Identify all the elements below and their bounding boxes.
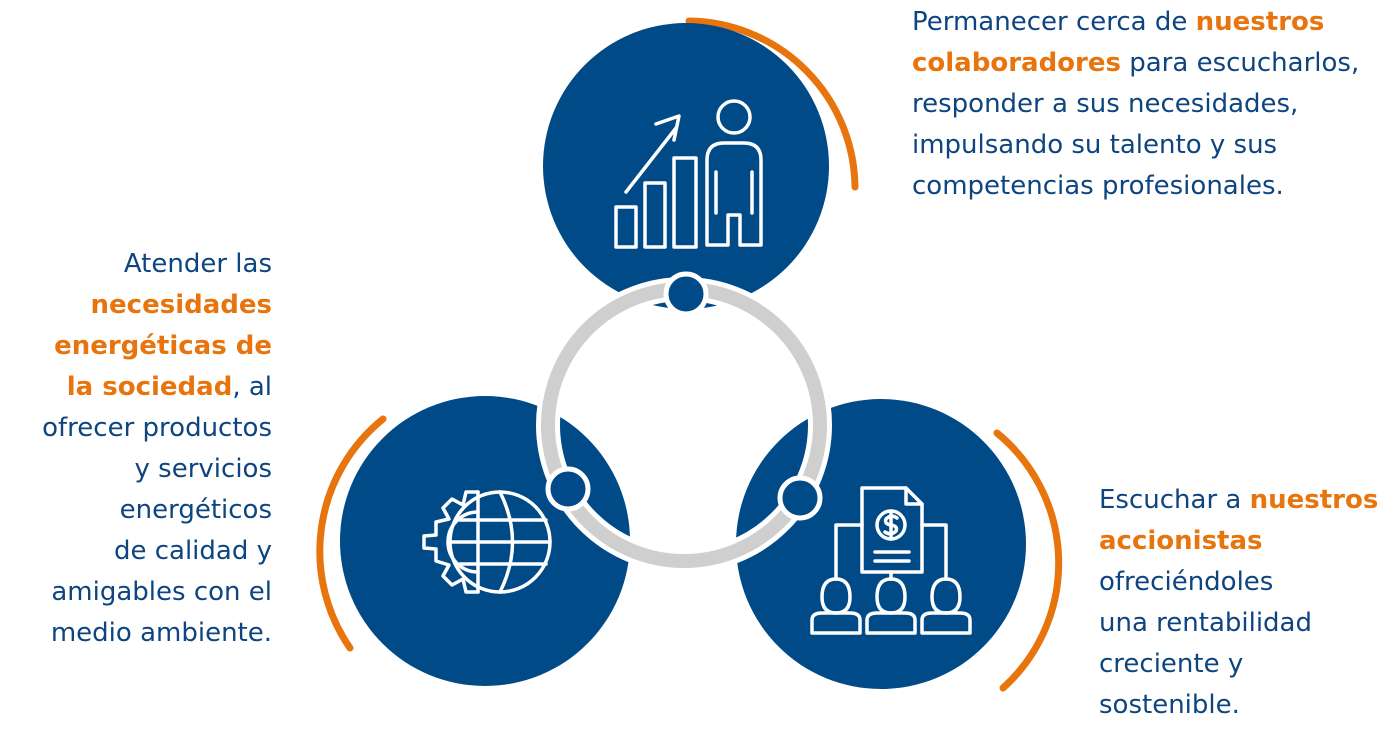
central-ring-inner (541, 282, 827, 568)
top-text-line: responder a sus necesidades, (912, 89, 1299, 119)
right-connector-dot (777, 475, 823, 521)
left-text-line: , al (232, 372, 272, 402)
left-text-line: de calidad y (113, 536, 272, 566)
left-highlight: necesidades (90, 290, 272, 320)
left-description: Atender las necesidades energéticas de la s… (0, 244, 272, 654)
right-accent-arc (993, 429, 1063, 692)
right-highlight: accionistas (1099, 526, 1263, 556)
top-text-line: impulsando su talento y sus (912, 130, 1278, 160)
right-text-line: sostenible. (1099, 690, 1240, 720)
left-text-line: Atender las (123, 249, 272, 279)
top-text-line: competencias profesionales. (912, 171, 1284, 201)
top-highlight: nuestros (1195, 7, 1325, 37)
right-text-line: Escuchar a (1099, 485, 1250, 515)
top-circle (543, 23, 829, 309)
right-text-line: ofreciéndoles (1099, 567, 1274, 597)
top-text-line: Permanecer cerca de (912, 7, 1196, 37)
top-highlight: colaboradores (912, 48, 1121, 78)
left-text-line: amigables con el (51, 577, 272, 607)
left-text-line: y servicios (134, 454, 272, 484)
left-connector-dot (545, 466, 591, 512)
top-connector-dot (663, 271, 709, 317)
top-accent-arc (685, 17, 859, 191)
growth-chart-person-icon (614, 99, 763, 249)
shareholders-dollar-icon (810, 486, 972, 635)
left-text-line: ofrecer productos (42, 413, 272, 443)
left-highlight: la sociedad (66, 372, 233, 402)
top-text-line: para escucharlos, (1120, 48, 1360, 78)
right-text-line: creciente y (1099, 649, 1244, 679)
gear-globe-icon (422, 490, 552, 594)
left-highlight: energéticas de (54, 331, 272, 361)
top-description: Permanecer cerca de nuestros colaboradore… (912, 2, 1382, 207)
right-circle (736, 399, 1026, 689)
right-description: Escuchar a nuestros accionistas ofreciéndo… (1099, 480, 1391, 726)
right-text-line: una rentabilidad (1099, 608, 1312, 638)
left-text-line: medio ambiente. (50, 618, 272, 648)
right-highlight: nuestros (1249, 485, 1379, 515)
left-accent-arc (316, 415, 387, 652)
left-text-line: energéticos (119, 495, 272, 525)
